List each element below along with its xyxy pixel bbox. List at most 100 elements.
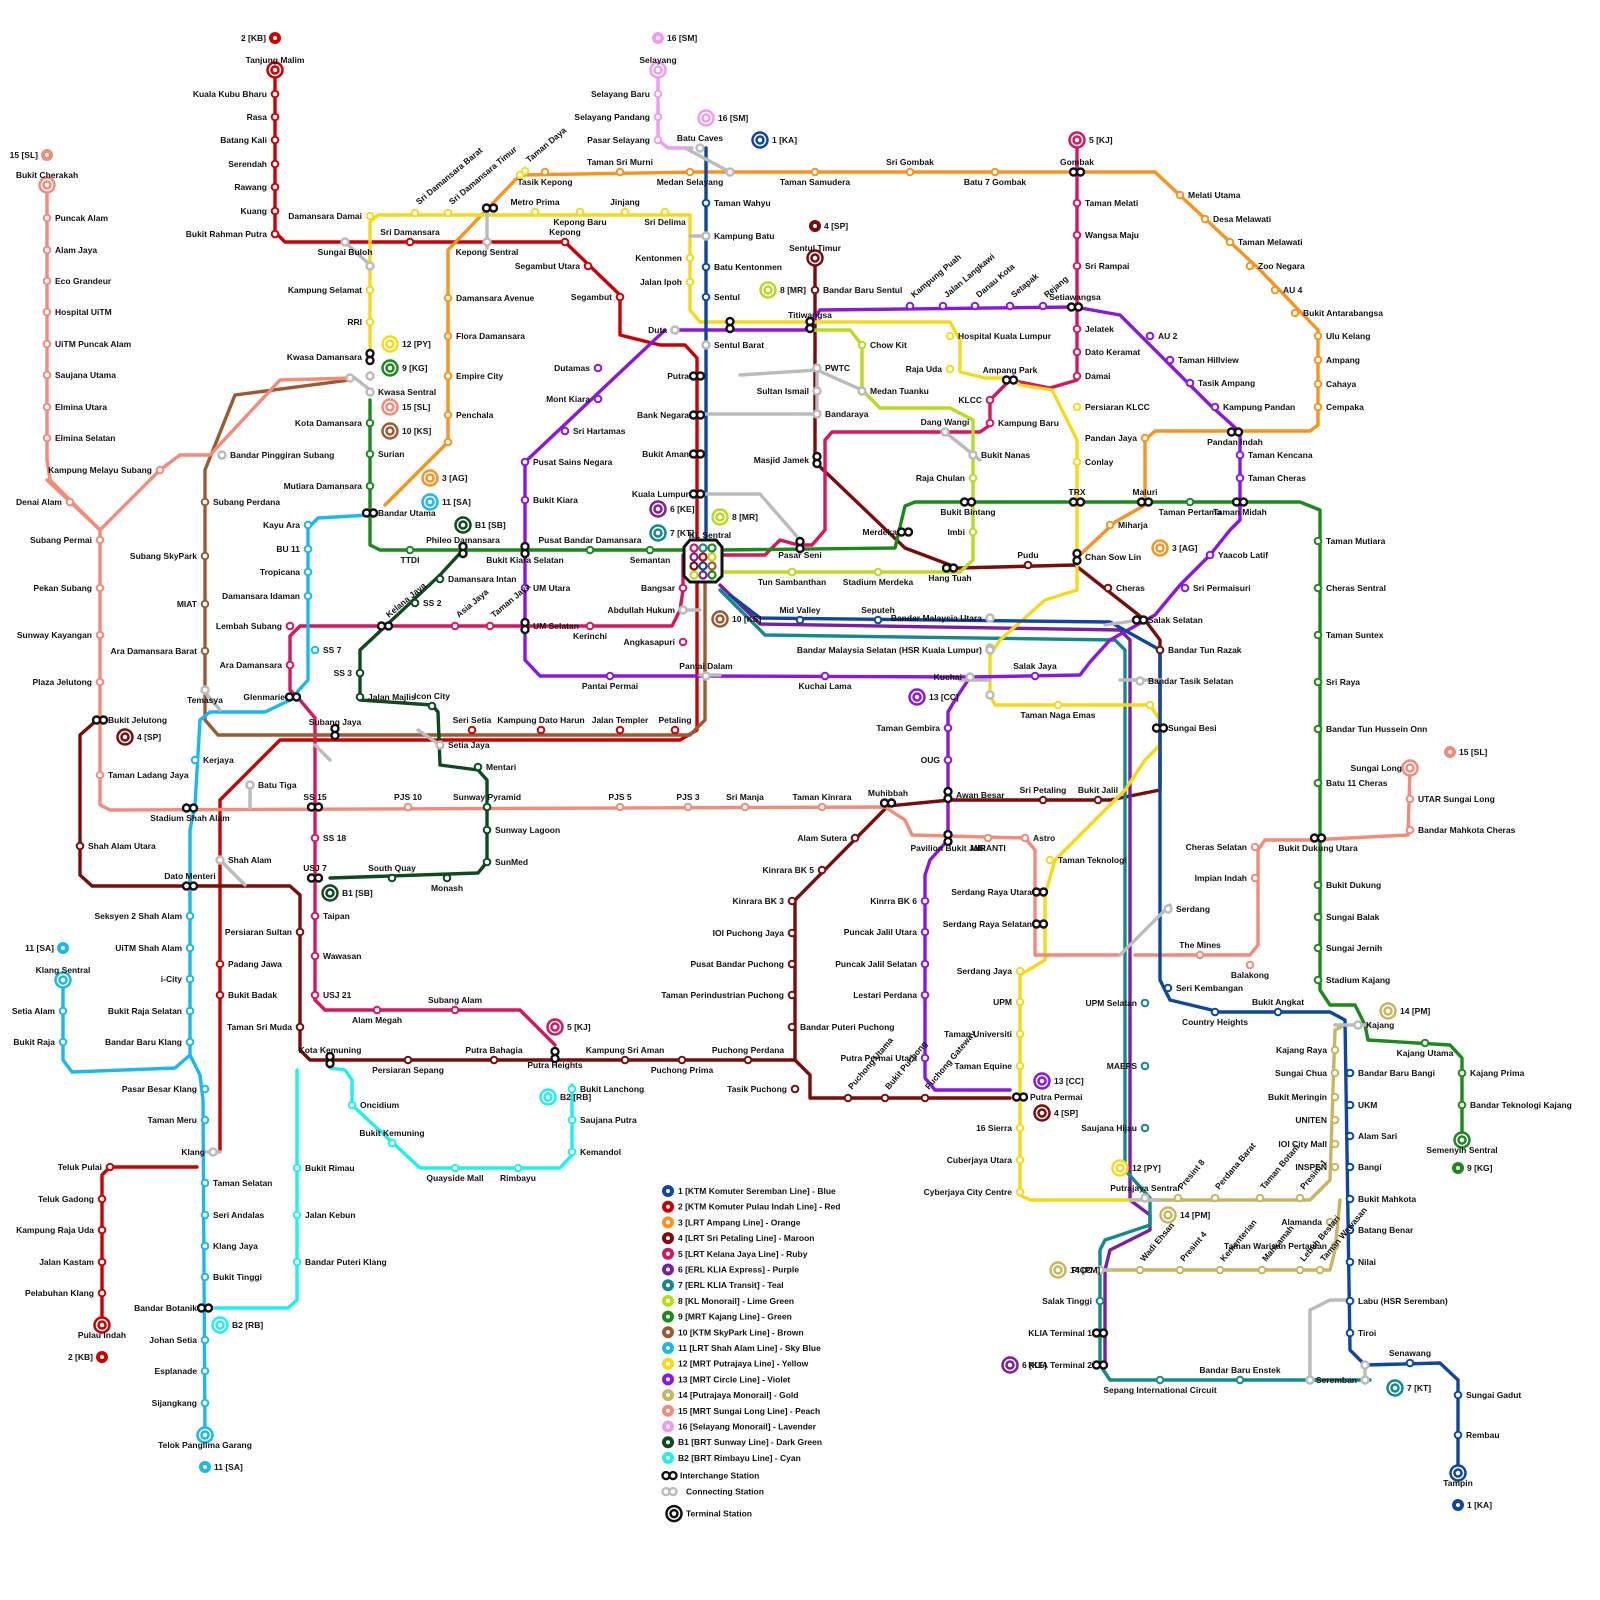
station-marker: [530, 207, 540, 217]
station-marker: [620, 1055, 630, 1065]
station-label-teluk-gadong: Teluk Gadong: [38, 1194, 94, 1204]
station-marker: [365, 449, 375, 459]
station-marker: [1235, 473, 1245, 483]
station-label-ioi-city-mall: IOI City Mall: [1278, 1139, 1327, 1149]
kl-sentral-hub[interactable]: KL Sentral: [682, 530, 731, 584]
interchange-marker: [966, 497, 977, 507]
station-label-klang-jaya: Klang Jaya: [213, 1241, 258, 1251]
station-label-serdang-jaya: Serdang Jaya: [957, 966, 1013, 976]
station-label-maeps: MAEPS: [1107, 1061, 1138, 1071]
legend-swatch-inner: [666, 1283, 670, 1288]
station-label-mont-kiara: Mont Kiara: [546, 394, 590, 404]
station-marker: [920, 896, 930, 906]
station-marker: [575, 207, 585, 217]
station-label-taman-hillview: Taman Hillview: [1178, 355, 1239, 365]
station-marker: [58, 1006, 68, 1016]
station-marker: [701, 262, 711, 272]
station-label-sunway-lagoon: Sunway Lagoon: [495, 825, 560, 835]
connecting-link: [353, 376, 372, 392]
station-label-sijangkang: Sijangkang: [152, 1398, 197, 1408]
connecting-marker: [1353, 1020, 1363, 1030]
station-marker: [270, 206, 280, 216]
hub-platform-marker: [689, 543, 699, 553]
station-marker: [1313, 402, 1323, 412]
hub-platform-marker: [698, 561, 708, 571]
station-label-salak-selatan: Salak Selatan: [1148, 615, 1203, 625]
terminal-marker-inner: [97, 1320, 107, 1330]
station-marker: [520, 457, 530, 467]
line-badges: 2 [KB]2 [KB]15 [SL]15 [SL]16 [SM]11 [SA]…: [10, 32, 1493, 1511]
connecting-marker: [812, 386, 822, 396]
line-badge-text: 4 [SP]: [824, 221, 848, 231]
connecting-marker: [678, 605, 688, 615]
station-marker: [1345, 1328, 1355, 1338]
legend-item-pm: 14 [Putrajaya Monorail] - Gold: [678, 1390, 798, 1400]
station-label-ss-15: SS 15: [303, 792, 326, 802]
station-marker: [185, 1006, 195, 1016]
station-label-kampung-sri-aman: Kampung Sri Aman: [586, 1045, 665, 1055]
station-label-sunway-pyramid: Sunway Pyramid: [453, 792, 521, 802]
line-badge-inner: [1072, 135, 1082, 145]
hub-platform-marker: [698, 543, 708, 553]
route-kb: [100, 1165, 199, 1327]
station-marker: [270, 135, 280, 145]
station-label-balakong: Balakong: [1231, 970, 1269, 980]
station-marker: [1005, 301, 1015, 311]
station-label-kwasa-damansara: Kwasa Damansara: [287, 352, 362, 362]
station-label-tasik-ampang: Tasik Ampang: [1198, 378, 1255, 388]
connecting-link: [1118, 903, 1172, 957]
station-marker: [42, 370, 52, 380]
interchange-marker: [695, 449, 706, 459]
station-label-kajang: Kajang: [1366, 1020, 1394, 1030]
station-label-seremban: Seremban: [1316, 1375, 1357, 1385]
route-sa: [61, 983, 192, 1074]
station-marker: [1313, 630, 1323, 640]
station-marker: [1135, 1265, 1145, 1275]
station-marker: [701, 198, 711, 208]
station-label-telok-panglima-garang: Telok Panglima Garang: [158, 1440, 252, 1450]
station-marker: [95, 630, 105, 640]
line-badge-text: 5 [KJ]: [567, 1022, 591, 1032]
hub-platform-marker: [689, 570, 699, 580]
line-badge-inner: [763, 285, 773, 295]
interchange-marker: [488, 203, 499, 213]
station-label-ttdi: TTDI: [401, 555, 420, 565]
station-label-ss-3: SS 3: [334, 668, 353, 678]
station-marker: [943, 755, 953, 765]
station-label-taman-ladang-jaya: Taman Ladang Jaya: [108, 770, 189, 780]
station-label-flora-damansara: Flora Damansara: [456, 331, 525, 341]
station-label-usj-7: USJ 7: [303, 863, 327, 873]
station-marker: [1405, 794, 1415, 804]
station-label-i-city: i-City: [161, 974, 183, 984]
station-marker: [873, 567, 883, 577]
station-label-putra-bahagia: Putra Bahagia: [465, 1045, 522, 1055]
station-label-dato-menteri: Dato Menteri: [164, 871, 215, 881]
station-marker: [540, 167, 550, 177]
station-marker: [795, 615, 805, 625]
station-marker: [1457, 1068, 1467, 1078]
station-label-ss-18: SS 18: [323, 833, 346, 843]
station-label-taman-selatan: Taman Selatan: [213, 1178, 272, 1188]
station-label-ioi-puchong-jaya: IOI Puchong Jaya: [713, 928, 785, 938]
station-label-tampin: Tampin: [1443, 1478, 1473, 1488]
legend-swatch-inner: [666, 1236, 670, 1241]
station-marker: [520, 495, 530, 505]
line-badge-text: 10 [KS]: [732, 614, 761, 624]
station-label-sunway-kayangan: Sunway Kayangan: [17, 630, 92, 640]
interchange-marker: [291, 692, 302, 702]
hub-platform-marker: [698, 570, 708, 580]
station-label-ampang-park: Ampang Park: [983, 365, 1038, 375]
station-label-miranti: MIRANTI: [970, 843, 1005, 853]
station-label-bandar-botanik: Bandar Botanik: [134, 1303, 197, 1313]
station-label-bandar-teknologi-kajang: Bandar Teknologi Kajang: [1470, 1100, 1572, 1110]
line-badge-text: 15 [SL]: [1459, 747, 1488, 757]
station-label-kampung-dato-harun: Kampung Dato Harun: [497, 715, 584, 725]
station-marker: [405, 237, 415, 247]
station-label-shah-alam: Shah Alam: [228, 855, 272, 865]
station-label-inspen: INSPEN: [1295, 1162, 1327, 1172]
station-label-bandar-puteri-puchong: Bandar Puteri Puchong: [800, 1022, 894, 1032]
interchange-marker: [520, 548, 530, 559]
station-marker: [1345, 1068, 1355, 1078]
station-label-ulu-kelang: Ulu Kelang: [1326, 331, 1370, 341]
station-marker: [1345, 1257, 1355, 1267]
